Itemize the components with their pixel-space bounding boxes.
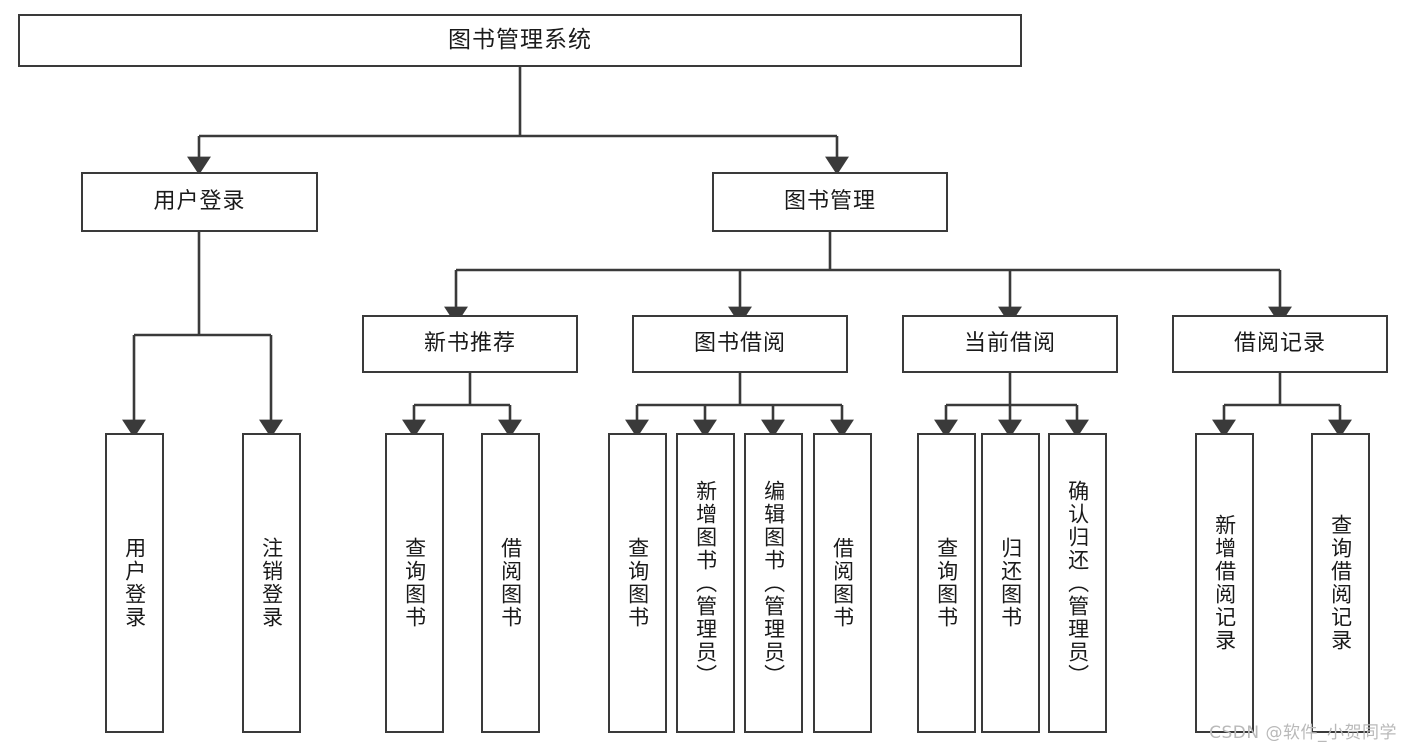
node-label: 当前借阅 [963, 330, 1056, 356]
node-label: 用户登录 [153, 188, 246, 214]
node-borrow-record[interactable]: 借阅记录 [1172, 315, 1388, 373]
node-label: 查询借阅记录 [1328, 514, 1353, 652]
node-label: 借阅图书 [498, 537, 523, 629]
node-label: 图书管理系统 [448, 26, 592, 53]
node-label: 注销登录 [259, 537, 284, 629]
node-label: 新书推荐 [423, 330, 516, 356]
node-label: 借阅图书 [830, 537, 855, 629]
leaf-book-borrow-borrow[interactable]: 借阅图书 [813, 433, 872, 733]
leaf-book-borrow-query[interactable]: 查询图书 [608, 433, 667, 733]
node-label: 编辑图书（管理员） [761, 479, 786, 687]
csdn-watermark: CSDN @软件_小贺同学 [1209, 723, 1397, 743]
leaf-borrow-record-add[interactable]: 新增借阅记录 [1195, 433, 1254, 733]
node-label: 新增借阅记录 [1212, 514, 1237, 652]
node-label: 借阅记录 [1233, 330, 1326, 356]
node-label: 新增图书（管理员） [693, 479, 718, 687]
node-book-borrow[interactable]: 图书借阅 [632, 315, 848, 373]
node-label: 图书管理 [783, 188, 876, 214]
leaf-book-borrow-add[interactable]: 新增图书（管理员） [676, 433, 735, 733]
leaf-user-login-login[interactable]: 用户登录 [105, 433, 164, 733]
leaf-new-book-query[interactable]: 查询图书 [385, 433, 444, 733]
node-root-system[interactable]: 图书管理系统 [18, 14, 1022, 67]
node-label: 查询图书 [402, 537, 427, 629]
node-label: 查询图书 [625, 537, 650, 629]
leaf-current-borrow-query[interactable]: 查询图书 [917, 433, 976, 733]
node-label: 查询图书 [934, 537, 959, 629]
node-label: 确认归还（管理员） [1065, 479, 1090, 687]
leaf-new-book-borrow[interactable]: 借阅图书 [481, 433, 540, 733]
node-user-login[interactable]: 用户登录 [81, 172, 318, 232]
node-current-borrow[interactable]: 当前借阅 [902, 315, 1118, 373]
node-new-book-recommend[interactable]: 新书推荐 [362, 315, 578, 373]
node-label: 用户登录 [122, 537, 147, 629]
leaf-borrow-record-query[interactable]: 查询借阅记录 [1311, 433, 1370, 733]
leaf-current-borrow-return[interactable]: 归还图书 [981, 433, 1040, 733]
leaf-current-borrow-confirm-return[interactable]: 确认归还（管理员） [1048, 433, 1107, 733]
leaf-book-borrow-edit[interactable]: 编辑图书（管理员） [744, 433, 803, 733]
node-book-management[interactable]: 图书管理 [712, 172, 948, 232]
node-label: 图书借阅 [693, 330, 786, 356]
leaf-user-login-logout[interactable]: 注销登录 [242, 433, 301, 733]
node-label: 归还图书 [998, 537, 1023, 629]
